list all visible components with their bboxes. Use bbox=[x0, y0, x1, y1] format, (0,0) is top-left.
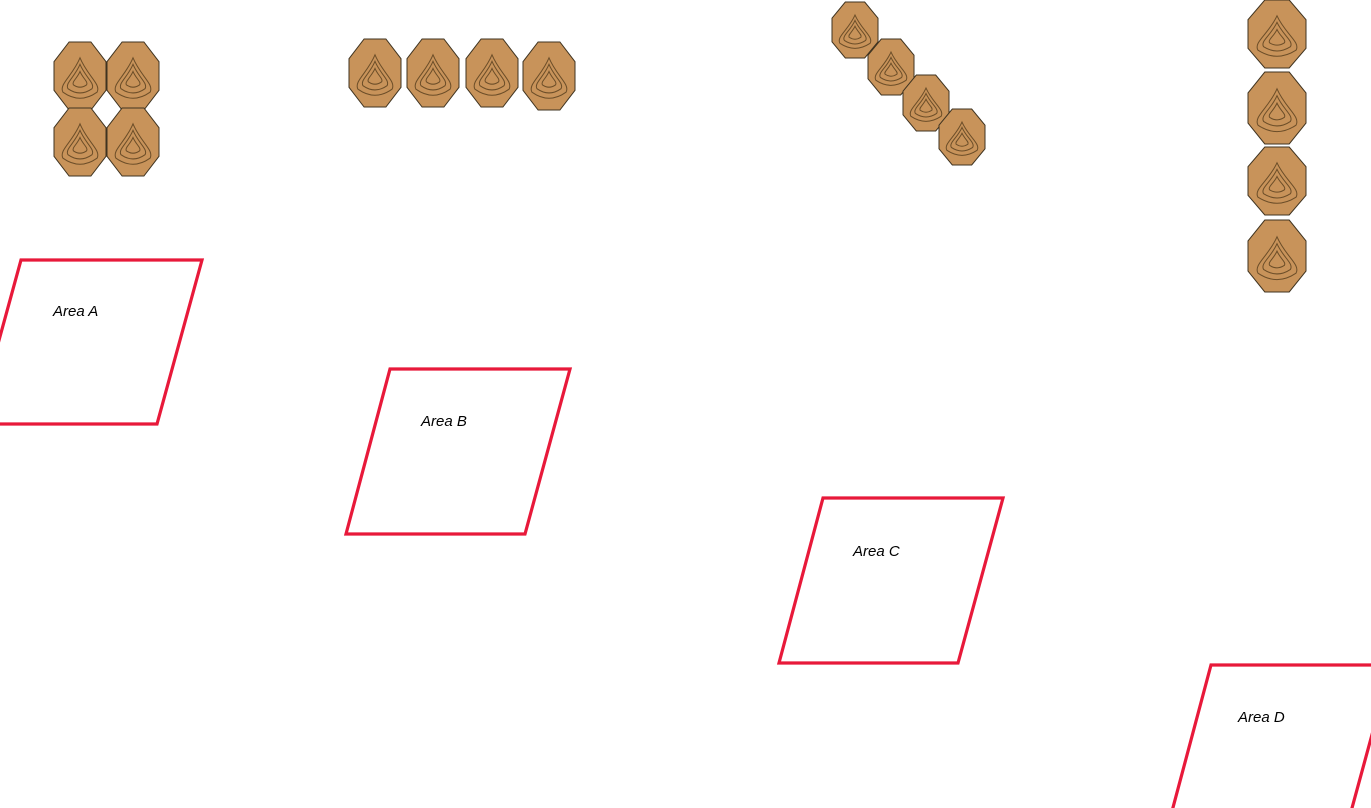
steel-target-icon bbox=[939, 109, 985, 165]
steel-target-icon bbox=[832, 2, 878, 58]
target-plate bbox=[939, 109, 985, 165]
area-d-outline bbox=[1167, 665, 1371, 808]
target-group-a bbox=[54, 42, 159, 176]
target-plate bbox=[523, 42, 575, 110]
area-d-label: Area D bbox=[1237, 709, 1285, 726]
area-b-outline bbox=[346, 369, 570, 534]
target-plate bbox=[466, 39, 518, 107]
area-c: Area C bbox=[779, 498, 1003, 663]
steel-target-icon bbox=[107, 108, 159, 176]
steel-target-icon bbox=[1248, 0, 1306, 68]
target-plate bbox=[1248, 147, 1306, 215]
steel-target-icon bbox=[523, 42, 575, 110]
area-c-outline bbox=[779, 498, 1003, 663]
area-a-outline bbox=[0, 260, 202, 424]
target-plate bbox=[54, 108, 106, 176]
steel-target-icon bbox=[107, 42, 159, 110]
target-plate bbox=[54, 42, 106, 110]
steel-target-icon bbox=[1248, 147, 1306, 215]
area-b: Area B bbox=[346, 369, 570, 534]
area-c-label: Area C bbox=[852, 543, 900, 560]
area-d: Area D bbox=[1167, 665, 1371, 808]
target-group-c bbox=[832, 2, 985, 165]
steel-target-icon bbox=[1248, 220, 1306, 292]
target-plate bbox=[1248, 220, 1306, 292]
target-plate bbox=[349, 39, 401, 107]
steel-target-icon bbox=[349, 39, 401, 107]
target-group-d bbox=[1248, 0, 1306, 292]
target-group-b bbox=[349, 39, 575, 110]
steel-target-icon bbox=[1248, 72, 1306, 144]
target-plate bbox=[1248, 0, 1306, 68]
area-a-label: Area A bbox=[52, 303, 98, 320]
target-plate bbox=[407, 39, 459, 107]
target-plate bbox=[832, 2, 878, 58]
steel-target-icon bbox=[54, 108, 106, 176]
area-b-label: Area B bbox=[420, 413, 467, 430]
target-plate bbox=[107, 108, 159, 176]
target-plate bbox=[107, 42, 159, 110]
steel-target-icon bbox=[407, 39, 459, 107]
area-a: Area A bbox=[0, 260, 202, 424]
steel-target-icon bbox=[54, 42, 106, 110]
steel-target-icon bbox=[466, 39, 518, 107]
target-plate bbox=[1248, 72, 1306, 144]
